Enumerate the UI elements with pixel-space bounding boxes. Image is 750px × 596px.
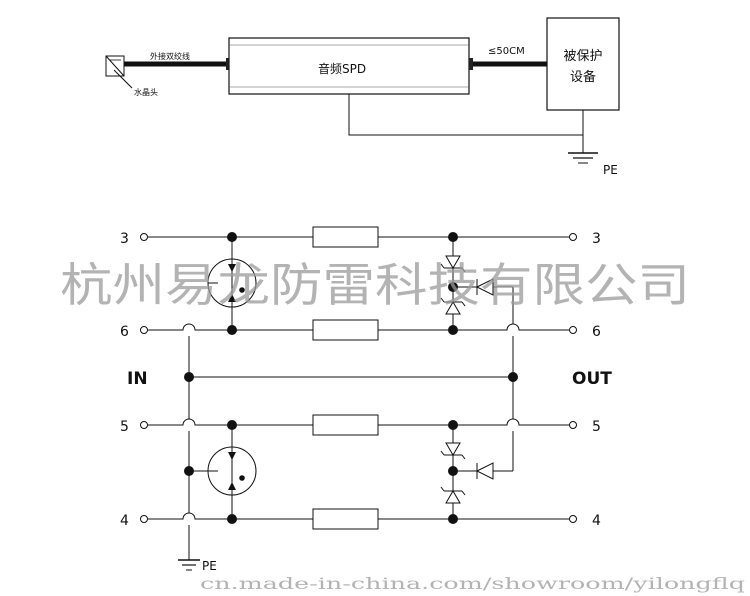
distance-label: ≤50CM [488,46,525,57]
bottom-ground-label: PE [202,559,217,573]
rj45-connector-icon [105,55,133,89]
device-label-line2: 设备 [570,69,596,85]
tvs-diodes-lower [440,442,466,504]
top-ground-label: PE [603,163,618,177]
schematic [140,226,577,571]
left-pin-3: 3 [120,231,129,247]
resistor-3 [312,414,379,436]
company-watermark: 杭州易龙防雷科技有限公司 [60,258,690,312]
junction-dots [184,232,518,524]
cable-label: 外接双绞线 [150,51,190,61]
device-label-line1: 被保护 [563,49,602,64]
right-pin-3: 3 [592,231,601,247]
resistor-1 [312,226,379,248]
out-label: OUT [572,369,612,389]
right-pin-4: 4 [592,513,601,529]
resistor-2 [312,319,379,341]
right-pin-5: 5 [592,419,601,435]
gas-discharge-tube-1 [207,258,257,308]
left-pin-6: 6 [120,324,129,340]
resistor-4 [312,508,379,530]
gas-discharge-tube-2 [207,446,257,496]
connector-label: 水晶头 [134,87,158,97]
left-pin-5: 5 [120,419,129,435]
protected-device-box [546,17,620,111]
diode-lower [475,462,494,480]
left-pin-4: 4 [120,513,129,529]
spd-label: 音频SPD [318,61,366,76]
url-watermark: cn.made-in-china.com/showroom/yilongflq [200,574,745,593]
audio-spd-body [226,37,473,95]
ground-wire [348,94,583,136]
tvs-diodes-upper [440,255,466,315]
terminals [140,233,577,523]
bottom-ground-symbol-icon [178,559,200,571]
right-pin-6: 6 [592,324,601,340]
top-block-diagram: 外接双绞线 水晶头 音频SPD ≤50CM 被保护 设备 PE [105,17,620,177]
in-label: IN [127,369,148,389]
ground-symbol-icon [568,152,598,164]
